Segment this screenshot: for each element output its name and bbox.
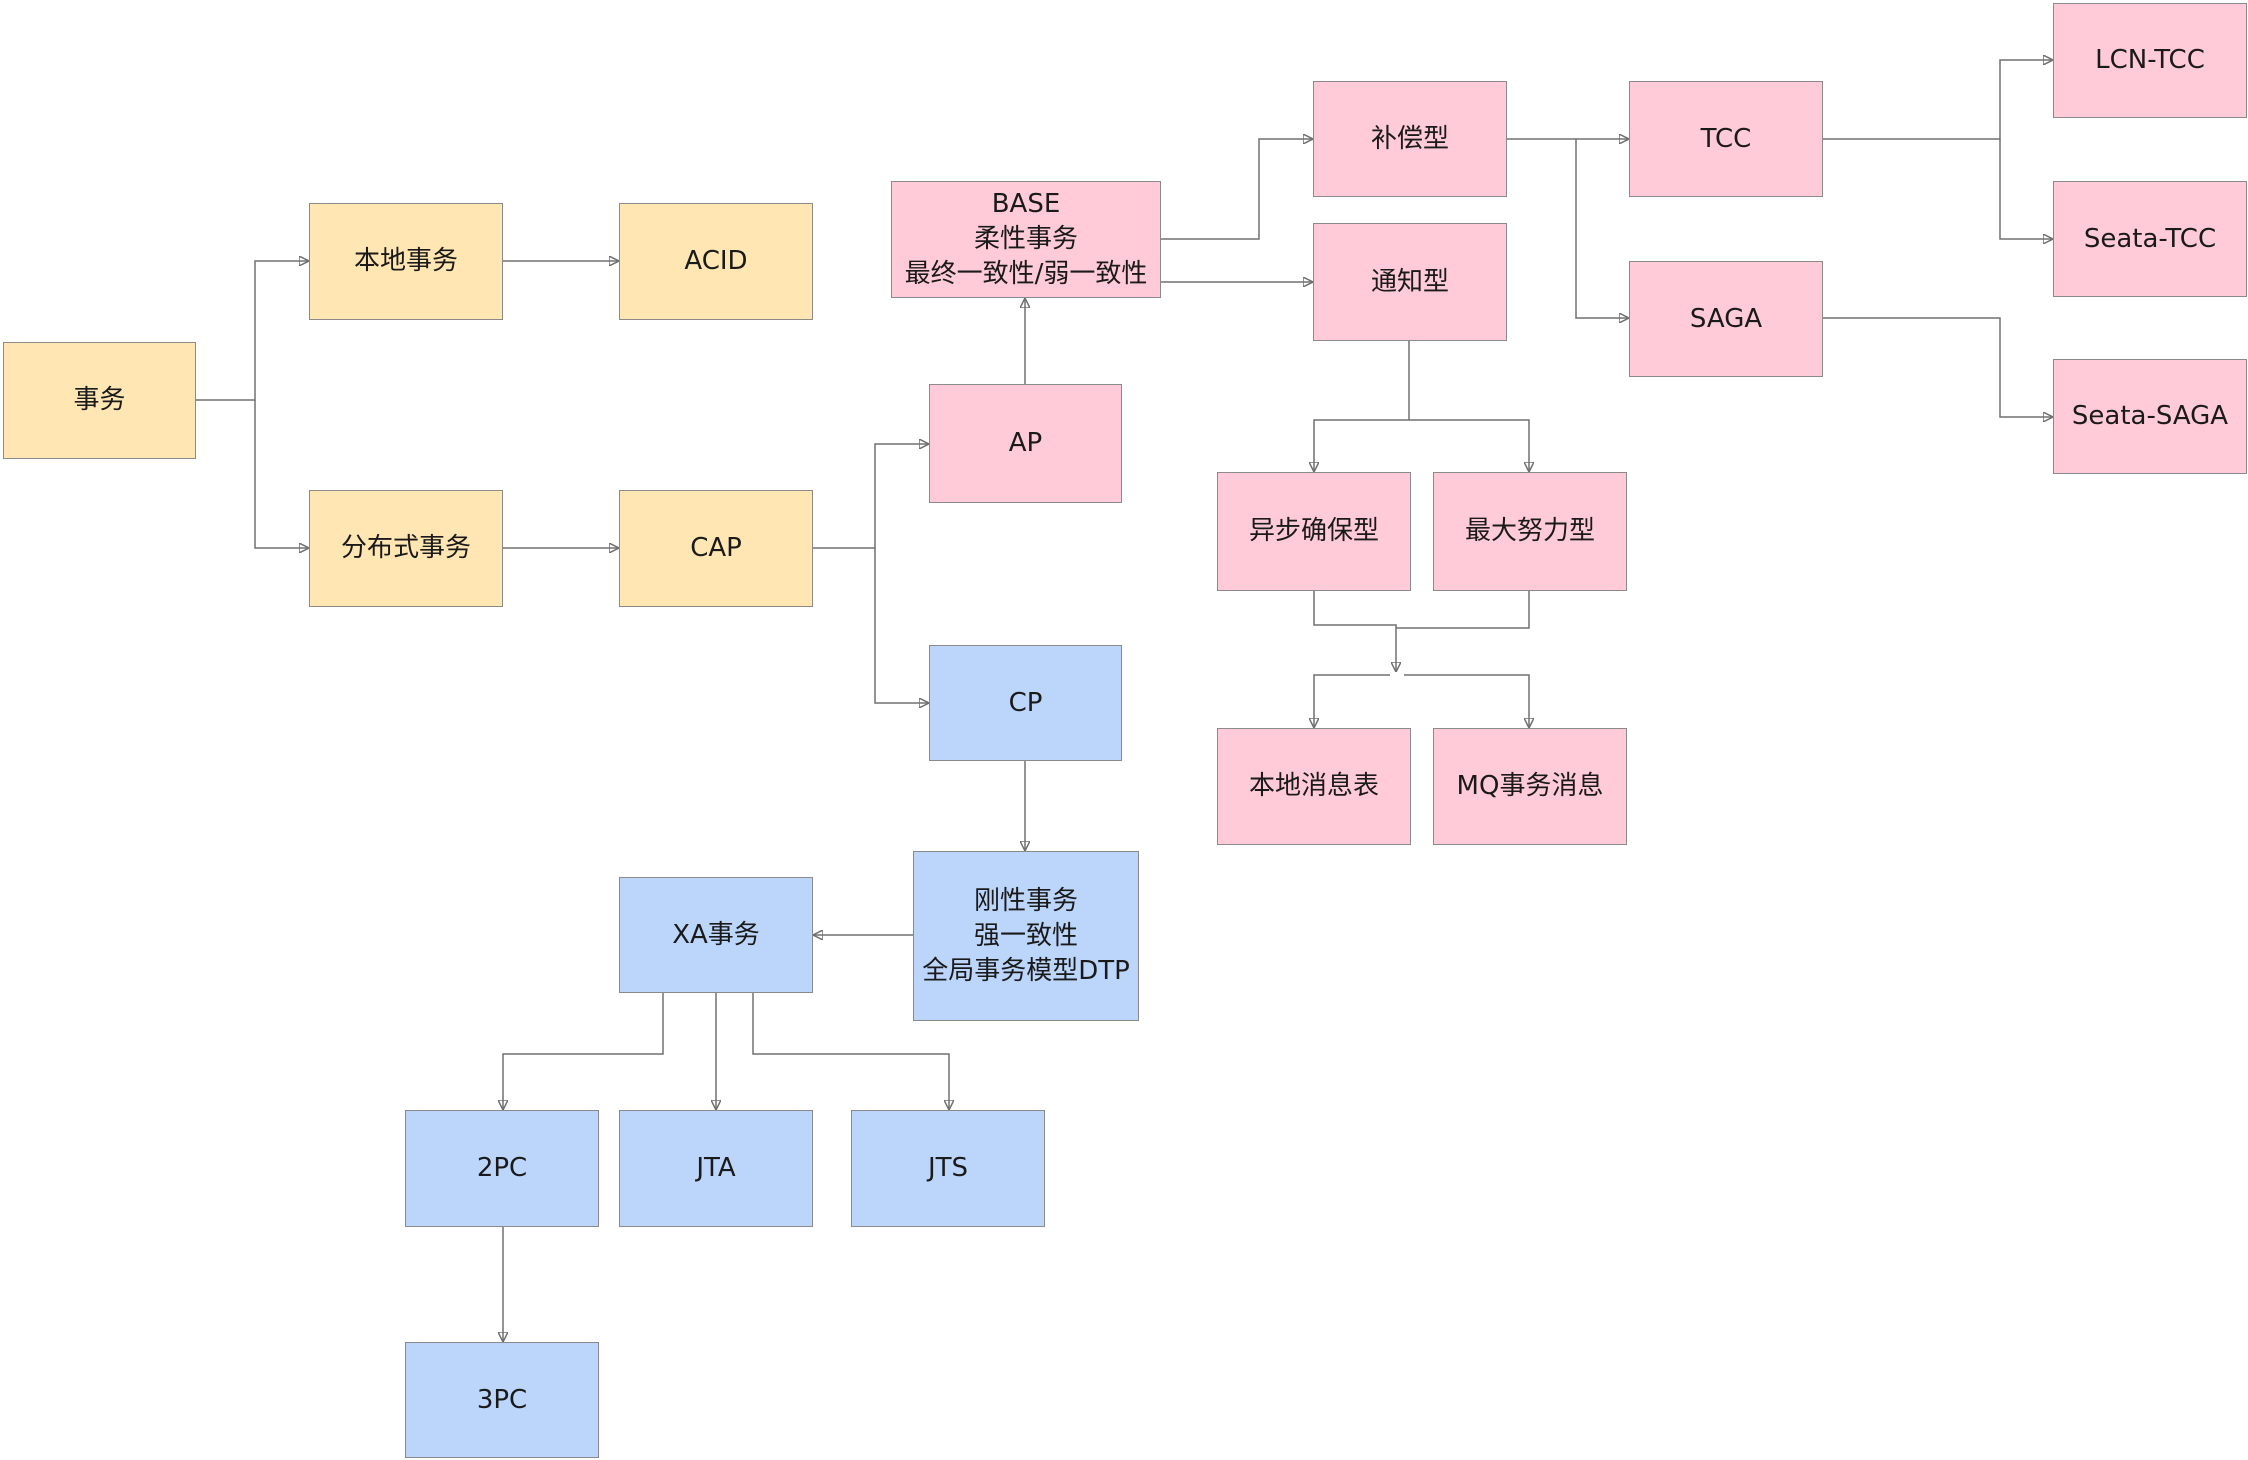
node-tcc[interactable]: TCC: [1629, 81, 1823, 197]
node-fenbushi-shiwu[interactable]: 分布式事务: [309, 490, 503, 607]
node-lcn-tcc[interactable]: LCN-TCC: [2053, 3, 2247, 118]
node-base[interactable]: BASE 柔性事务 最终一致性/弱一致性: [891, 181, 1161, 298]
node-bendi-xiaoxi[interactable]: 本地消息表: [1217, 728, 1411, 845]
edge-zuida-merge: [1396, 591, 1530, 629]
edge-yibu-merge: [1313, 591, 1396, 672]
edge-merge-bendi: [1314, 674, 1390, 728]
edge-shiwu-fenbushi: [254, 400, 309, 548]
node-2pc[interactable]: 2PC: [405, 1110, 599, 1227]
node-zuida[interactable]: 最大努力型: [1433, 472, 1627, 591]
node-yibu[interactable]: 异步确保型: [1217, 472, 1411, 591]
node-buchang[interactable]: 补偿型: [1313, 81, 1507, 197]
edge-shiwu-bendi: [196, 261, 309, 401]
node-mq[interactable]: MQ事务消息: [1433, 728, 1627, 845]
edge-buchang-saga: [1575, 139, 1629, 318]
edge-xa-2pc: [503, 993, 664, 1110]
node-seata-tcc[interactable]: Seata-TCC: [2053, 181, 2247, 297]
node-shiwu[interactable]: 事务: [3, 342, 196, 459]
edge-cap-ap: [813, 444, 929, 549]
node-cp[interactable]: CP: [929, 645, 1122, 761]
edge-base-buchang: [1161, 139, 1313, 240]
node-3pc[interactable]: 3PC: [405, 1342, 599, 1458]
edge-xa-jts: [752, 993, 949, 1110]
edge-tongzhi-zuida: [1409, 419, 1529, 472]
node-xa[interactable]: XA事务: [619, 877, 813, 993]
node-gangxing[interactable]: 刚性事务 强一致性 全局事务模型DTP: [913, 851, 1139, 1021]
edge-tongzhi-yibu: [1314, 341, 1410, 472]
node-acid[interactable]: ACID: [619, 203, 813, 320]
node-seata-saga[interactable]: Seata-SAGA: [2053, 359, 2247, 474]
node-jta[interactable]: JTA: [619, 1110, 813, 1227]
node-cap[interactable]: CAP: [619, 490, 813, 607]
node-ap[interactable]: AP: [929, 384, 1122, 503]
node-jts[interactable]: JTS: [851, 1110, 1045, 1227]
node-tongzhi[interactable]: 通知型: [1313, 223, 1507, 341]
edge-tcc-seata: [1999, 139, 2053, 239]
edge-tcc-lcn: [1823, 60, 2053, 140]
edge-cap-cp: [874, 548, 929, 703]
edge-merge-mq: [1404, 674, 1529, 728]
node-bendi-shiwu[interactable]: 本地事务: [309, 203, 503, 320]
node-saga[interactable]: SAGA: [1629, 261, 1823, 377]
edge-saga-seata: [1823, 317, 2053, 417]
